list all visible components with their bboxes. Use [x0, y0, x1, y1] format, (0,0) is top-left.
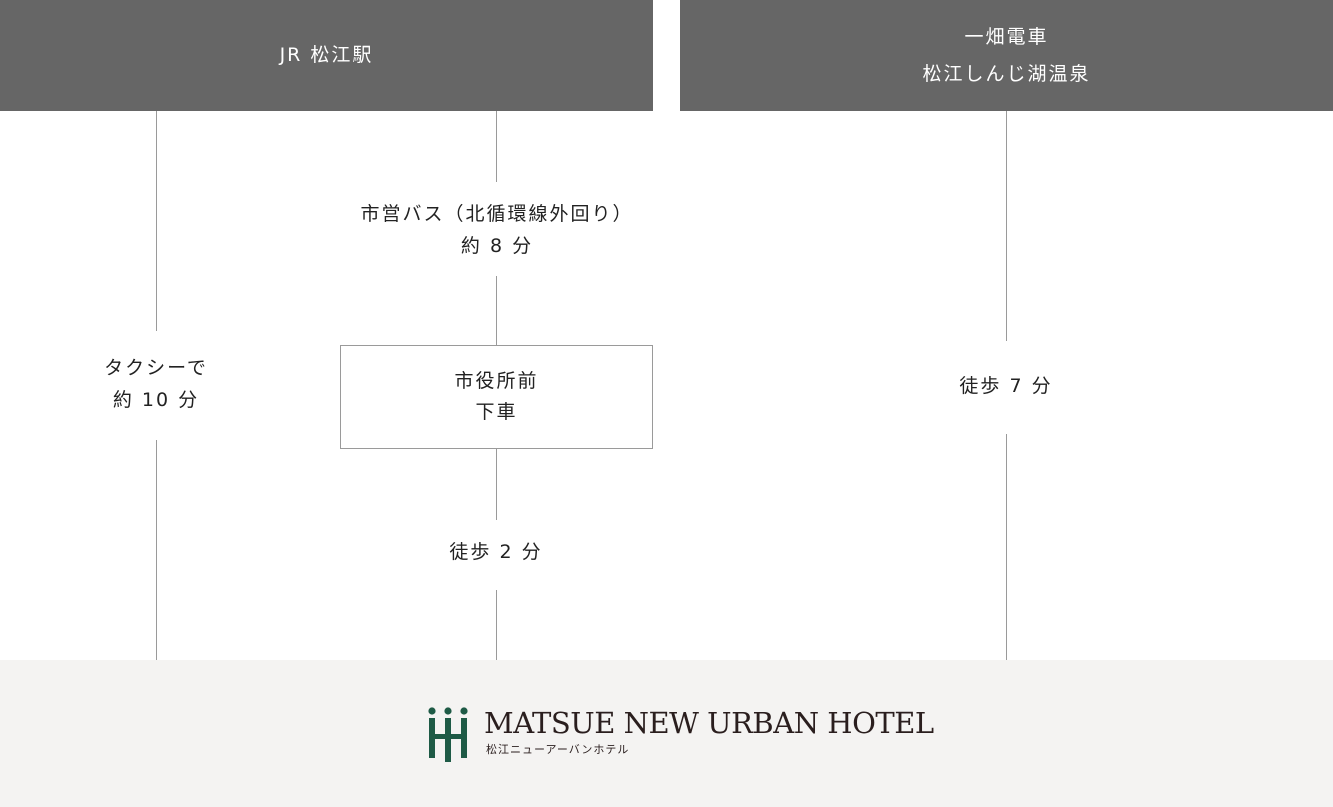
bus-route-label: 市営バス（北循環線外回り） 約 8 分 [336, 198, 658, 262]
header-ichibata-line: 一畑電車 [964, 25, 1049, 48]
onsen-route-line-bottom [1006, 434, 1007, 660]
walk-route-line-top [496, 449, 497, 520]
bus-stop-name: 市役所前 [454, 370, 539, 392]
walk-from-onsen-label: 徒歩 7 分 [926, 370, 1086, 402]
bus-route-line-middle [496, 276, 497, 345]
bus-label-line2: 約 8 分 [460, 235, 534, 257]
hotel-name-ja: 松江ニューアーバンホテル [486, 743, 630, 756]
bus-route-line-top [496, 111, 497, 182]
walk-from-stop-label: 徒歩 2 分 [416, 536, 576, 568]
walk-route-line-bottom [496, 590, 497, 660]
header-ichibata-station: 一畑電車 松江しんじ湖温泉 [680, 0, 1333, 111]
bus-stop-box: 市役所前 下車 [340, 345, 653, 449]
taxi-route-label: タクシーで 約 10 分 [86, 352, 226, 416]
hotel-logo-mark-icon [428, 707, 468, 762]
walk-from-stop-text: 徒歩 2 分 [449, 541, 543, 563]
taxi-route-line-top [156, 111, 157, 331]
taxi-label-line2: 約 10 分 [112, 389, 200, 411]
onsen-route-line-top [1006, 111, 1007, 341]
bus-stop-action: 下車 [475, 401, 518, 423]
taxi-route-line-bottom [156, 440, 157, 660]
hotel-name-en: MATSUE NEW URBAN HOTEL [484, 706, 934, 740]
hotel-destination-footer [0, 660, 1333, 807]
header-jr-matsue-station: JR 松江駅 [0, 0, 653, 111]
walk-from-onsen-text: 徒歩 7 分 [959, 375, 1053, 397]
bus-label-line1: 市営バス（北循環線外回り） [360, 203, 634, 225]
header-onsen-station: 松江しんじ湖温泉 [922, 62, 1091, 85]
header-jr-label: JR 松江駅 [279, 44, 374, 66]
taxi-label-line1: タクシーで [104, 357, 208, 379]
